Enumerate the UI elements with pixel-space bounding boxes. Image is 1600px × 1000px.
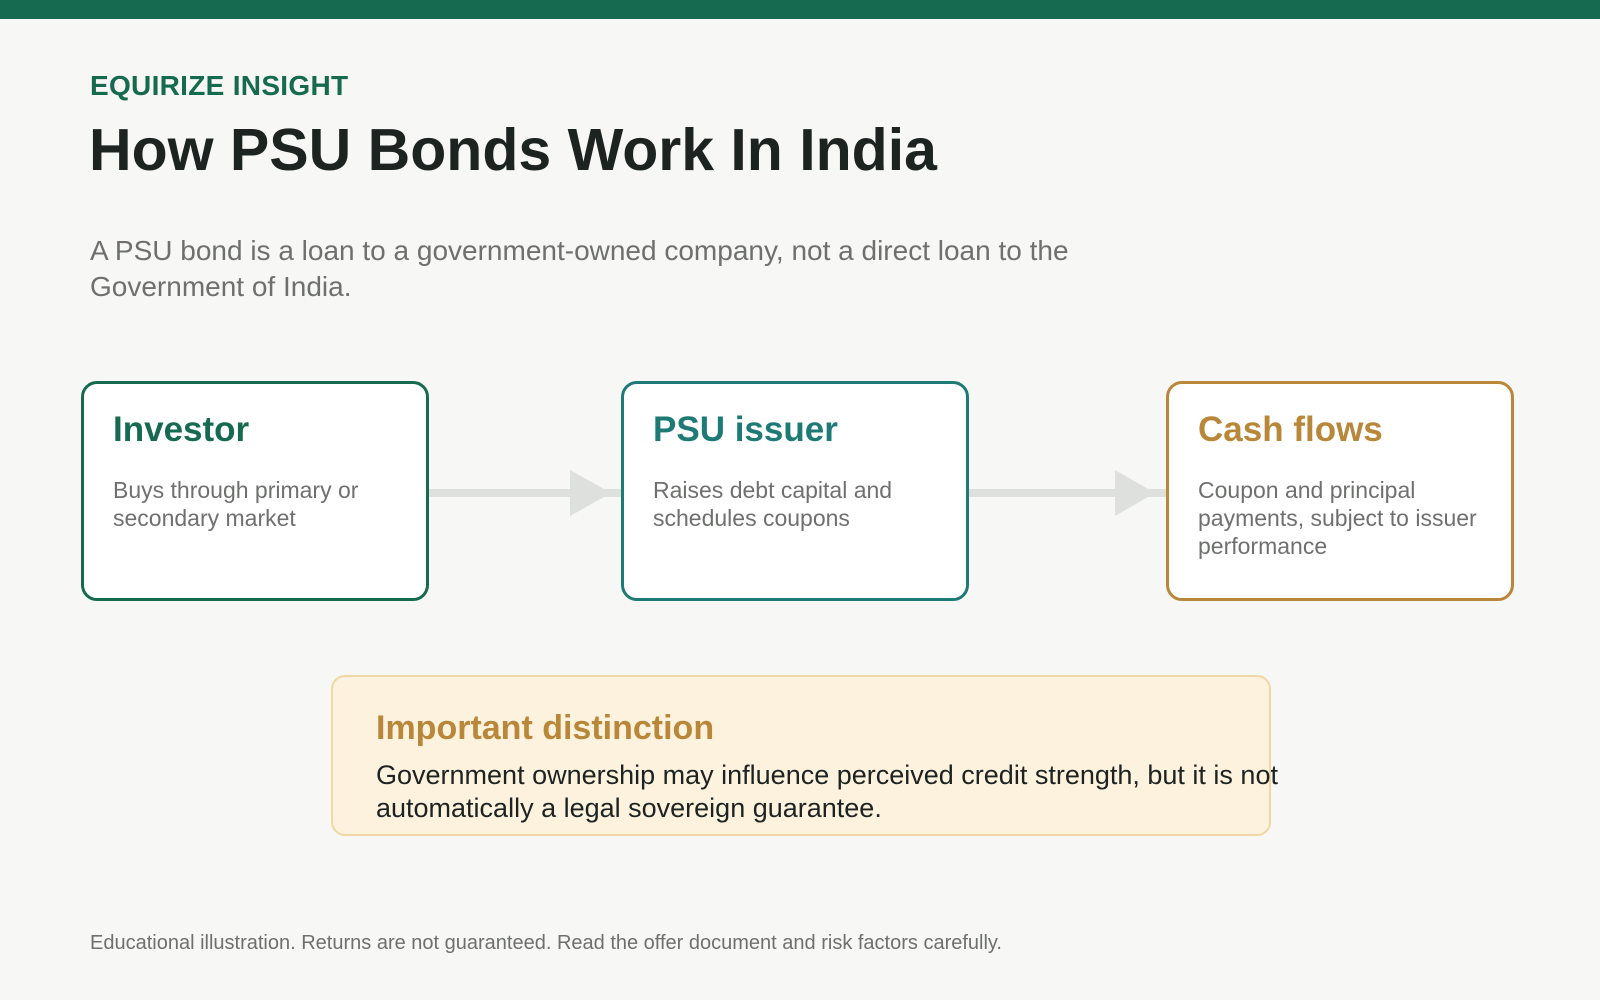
card-title: Cash flows: [1198, 410, 1383, 449]
flow-card-cash-flows: Cash flows Coupon and principal payments…: [1166, 381, 1514, 601]
connector-arrow-issuer-to-cashflows: [969, 470, 1168, 516]
top-accent-bar: [0, 0, 1600, 19]
flow-card-investor: Investor Buys through primary or seconda…: [81, 381, 429, 601]
callout-title: Important distinction: [376, 709, 715, 747]
callout-text: Government ownership may influence perce…: [376, 760, 1278, 823]
card-title: PSU issuer: [653, 410, 838, 449]
card-description: Coupon and principal payments, subject t…: [1198, 477, 1477, 559]
page-subtitle: A PSU bond is a loan to a government-own…: [90, 235, 1069, 302]
page-title: How PSU Bonds Work In India: [89, 117, 937, 183]
footer-disclaimer: Educational illustration. Returns are no…: [90, 932, 1002, 954]
card-title: Investor: [113, 410, 250, 449]
card-description: Raises debt capital and schedules coupon…: [653, 477, 893, 531]
important-distinction-callout: Important distinction Government ownersh…: [331, 675, 1278, 836]
brand-eyebrow: EQUIRIZE INSIGHT: [90, 70, 349, 101]
connector-arrow-investor-to-issuer: [429, 470, 623, 516]
flow-card-psu-issuer: PSU issuer Raises debt capital and sched…: [621, 381, 969, 601]
card-description: Buys through primary or secondary market: [113, 477, 359, 531]
